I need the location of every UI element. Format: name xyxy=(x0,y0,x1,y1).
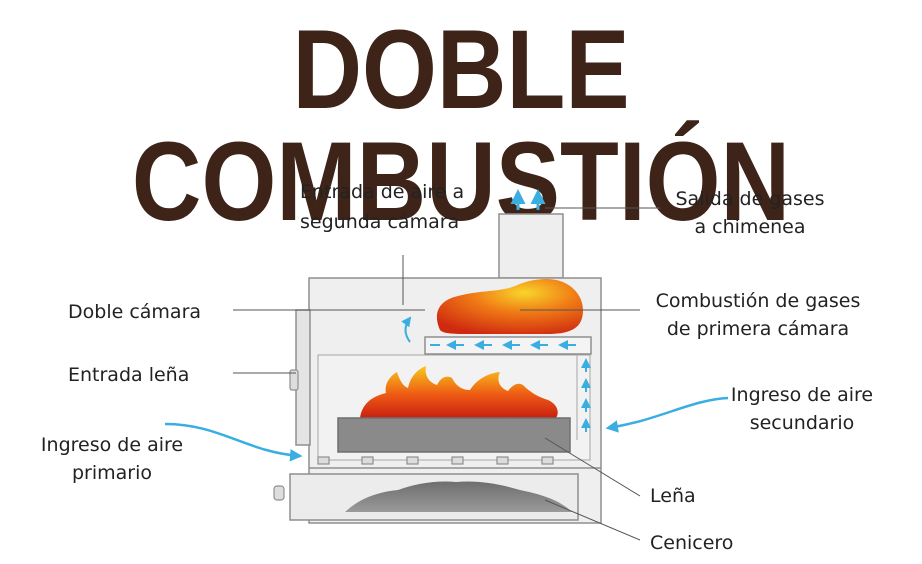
secondary-air-flow xyxy=(401,316,591,432)
label-salida-gases-1: Salida de gases xyxy=(676,188,825,210)
label-salida-gases-2: a chimenea xyxy=(694,216,805,238)
label-ingreso-primario-1: Ingreso de aire xyxy=(41,434,183,456)
door-handle xyxy=(289,369,299,391)
label-ingreso-secundario-1: Ingreso de aire xyxy=(731,384,873,406)
ash-drawer-handle xyxy=(273,485,285,501)
ash-pile xyxy=(345,481,572,512)
second-combustion-flame xyxy=(436,278,584,334)
secondary-air-inlet-arrow xyxy=(605,396,729,433)
label-entrada-lena: Entrada leña xyxy=(68,364,189,386)
label-doble-camara: Doble cámara xyxy=(68,301,201,323)
label-cenicero: Cenicero xyxy=(650,532,733,554)
primary-air-inlet-arrow xyxy=(164,422,303,462)
label-ingreso-secundario-2: secundario xyxy=(750,412,855,434)
exhaust-arrows xyxy=(510,189,546,210)
label-combustion-gases-1: Combustión de gases xyxy=(656,290,861,312)
chimney xyxy=(498,213,564,279)
label-lena: Leña xyxy=(650,485,696,507)
primary-flames xyxy=(360,366,558,418)
grate xyxy=(317,456,554,465)
diagram-title: DOBLE COMBUSTIÓN xyxy=(131,7,791,244)
label-entrada-aire-segunda-2: segunda cámara xyxy=(300,211,459,233)
wood-log xyxy=(337,417,571,453)
label-ingreso-primario-2: primario xyxy=(72,462,152,484)
label-entrada-aire-segunda-1: Entrada de aire a xyxy=(300,181,464,203)
label-combustion-gases-2: de primera cámara xyxy=(667,318,849,340)
leader-lines xyxy=(233,207,660,541)
